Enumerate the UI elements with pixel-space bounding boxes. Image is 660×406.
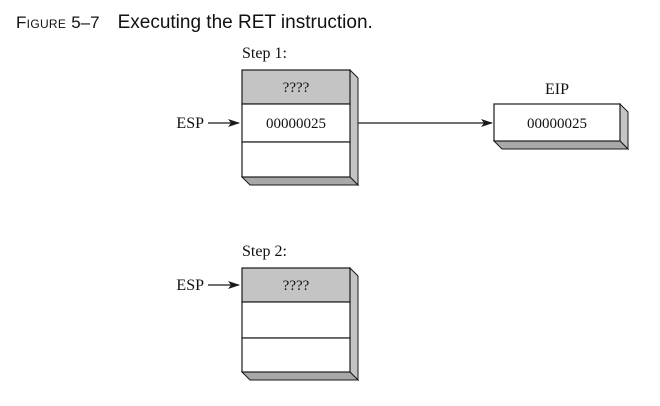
step1-stack-bottom <box>240 176 360 186</box>
step1-label: Step 1: <box>242 45 287 62</box>
figure-label: Figure <box>16 13 67 32</box>
step2-cell-0 <box>241 267 351 303</box>
step2-stack-bottom <box>240 371 360 381</box>
eip-register-box <box>493 103 621 142</box>
eip-register-bottom <box>492 140 630 150</box>
step2-esp-label: ESP <box>176 277 204 294</box>
figure-caption: Figure 5–7 Executing the RET instruction… <box>16 12 373 38</box>
step2-stack-side <box>349 266 359 382</box>
figure-title: Executing the RET instruction. <box>117 12 373 33</box>
step1-stack: ???? 00000025 <box>240 68 360 187</box>
step1-cell-2 <box>241 141 351 178</box>
step1-cell-0-text: ???? <box>283 80 310 96</box>
step1-cell-0 <box>241 69 351 105</box>
step2-cell-2 <box>241 337 351 373</box>
eip-label: EIP <box>545 81 569 98</box>
step1-cell-1-text: 00000025 <box>266 116 326 132</box>
step2-stack: ???? <box>240 266 360 382</box>
eip-register: 00000025 <box>492 102 630 151</box>
eip-value: 00000025 <box>527 116 587 132</box>
step2-cell-1 <box>241 301 351 339</box>
step2-label: Step 2: <box>242 243 287 260</box>
step2-cell-0-text: ???? <box>283 278 310 294</box>
step1-esp-label: ESP <box>176 115 204 132</box>
step1-stack-side <box>349 68 359 187</box>
figure-number: 5–7 <box>71 13 100 32</box>
